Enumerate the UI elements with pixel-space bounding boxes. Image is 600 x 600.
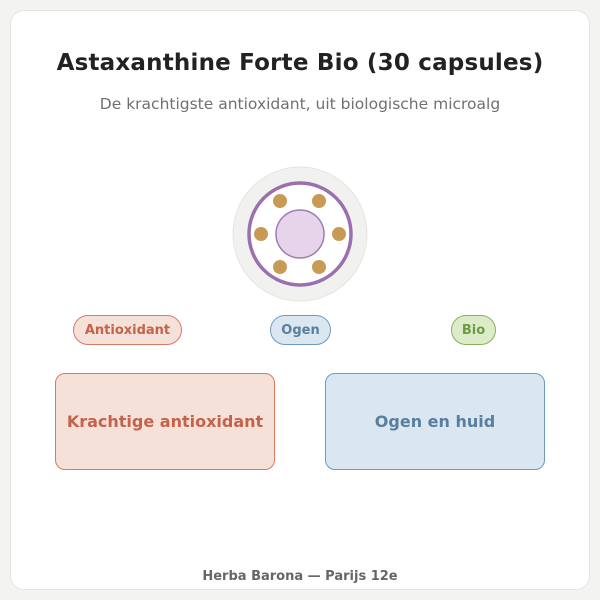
tag-bio: Bio bbox=[451, 315, 496, 345]
capsule-dot bbox=[273, 194, 287, 208]
capsule-dot bbox=[332, 227, 346, 241]
page-title: Astaxanthine Forte Bio (30 capsules) bbox=[56, 50, 544, 76]
emblem-center bbox=[275, 209, 325, 259]
capsule-dot bbox=[312, 260, 326, 274]
tag-antioxidant: Antioxidant bbox=[73, 315, 182, 345]
benefit-card-eyes-skin: Ogen en huid bbox=[325, 373, 545, 470]
capsule-dot bbox=[312, 194, 326, 208]
capsule-dot bbox=[254, 227, 268, 241]
page-subtitle: De krachtigste antioxidant, uit biologis… bbox=[99, 95, 501, 113]
capsule-dot bbox=[273, 260, 287, 274]
capsule-ring-icon bbox=[232, 166, 368, 302]
tag-ogen: Ogen bbox=[270, 315, 331, 345]
footer-text: Herba Barona — Parijs 12e bbox=[202, 569, 398, 584]
benefit-card-antioxidant: Krachtige antioxidant bbox=[55, 373, 275, 470]
